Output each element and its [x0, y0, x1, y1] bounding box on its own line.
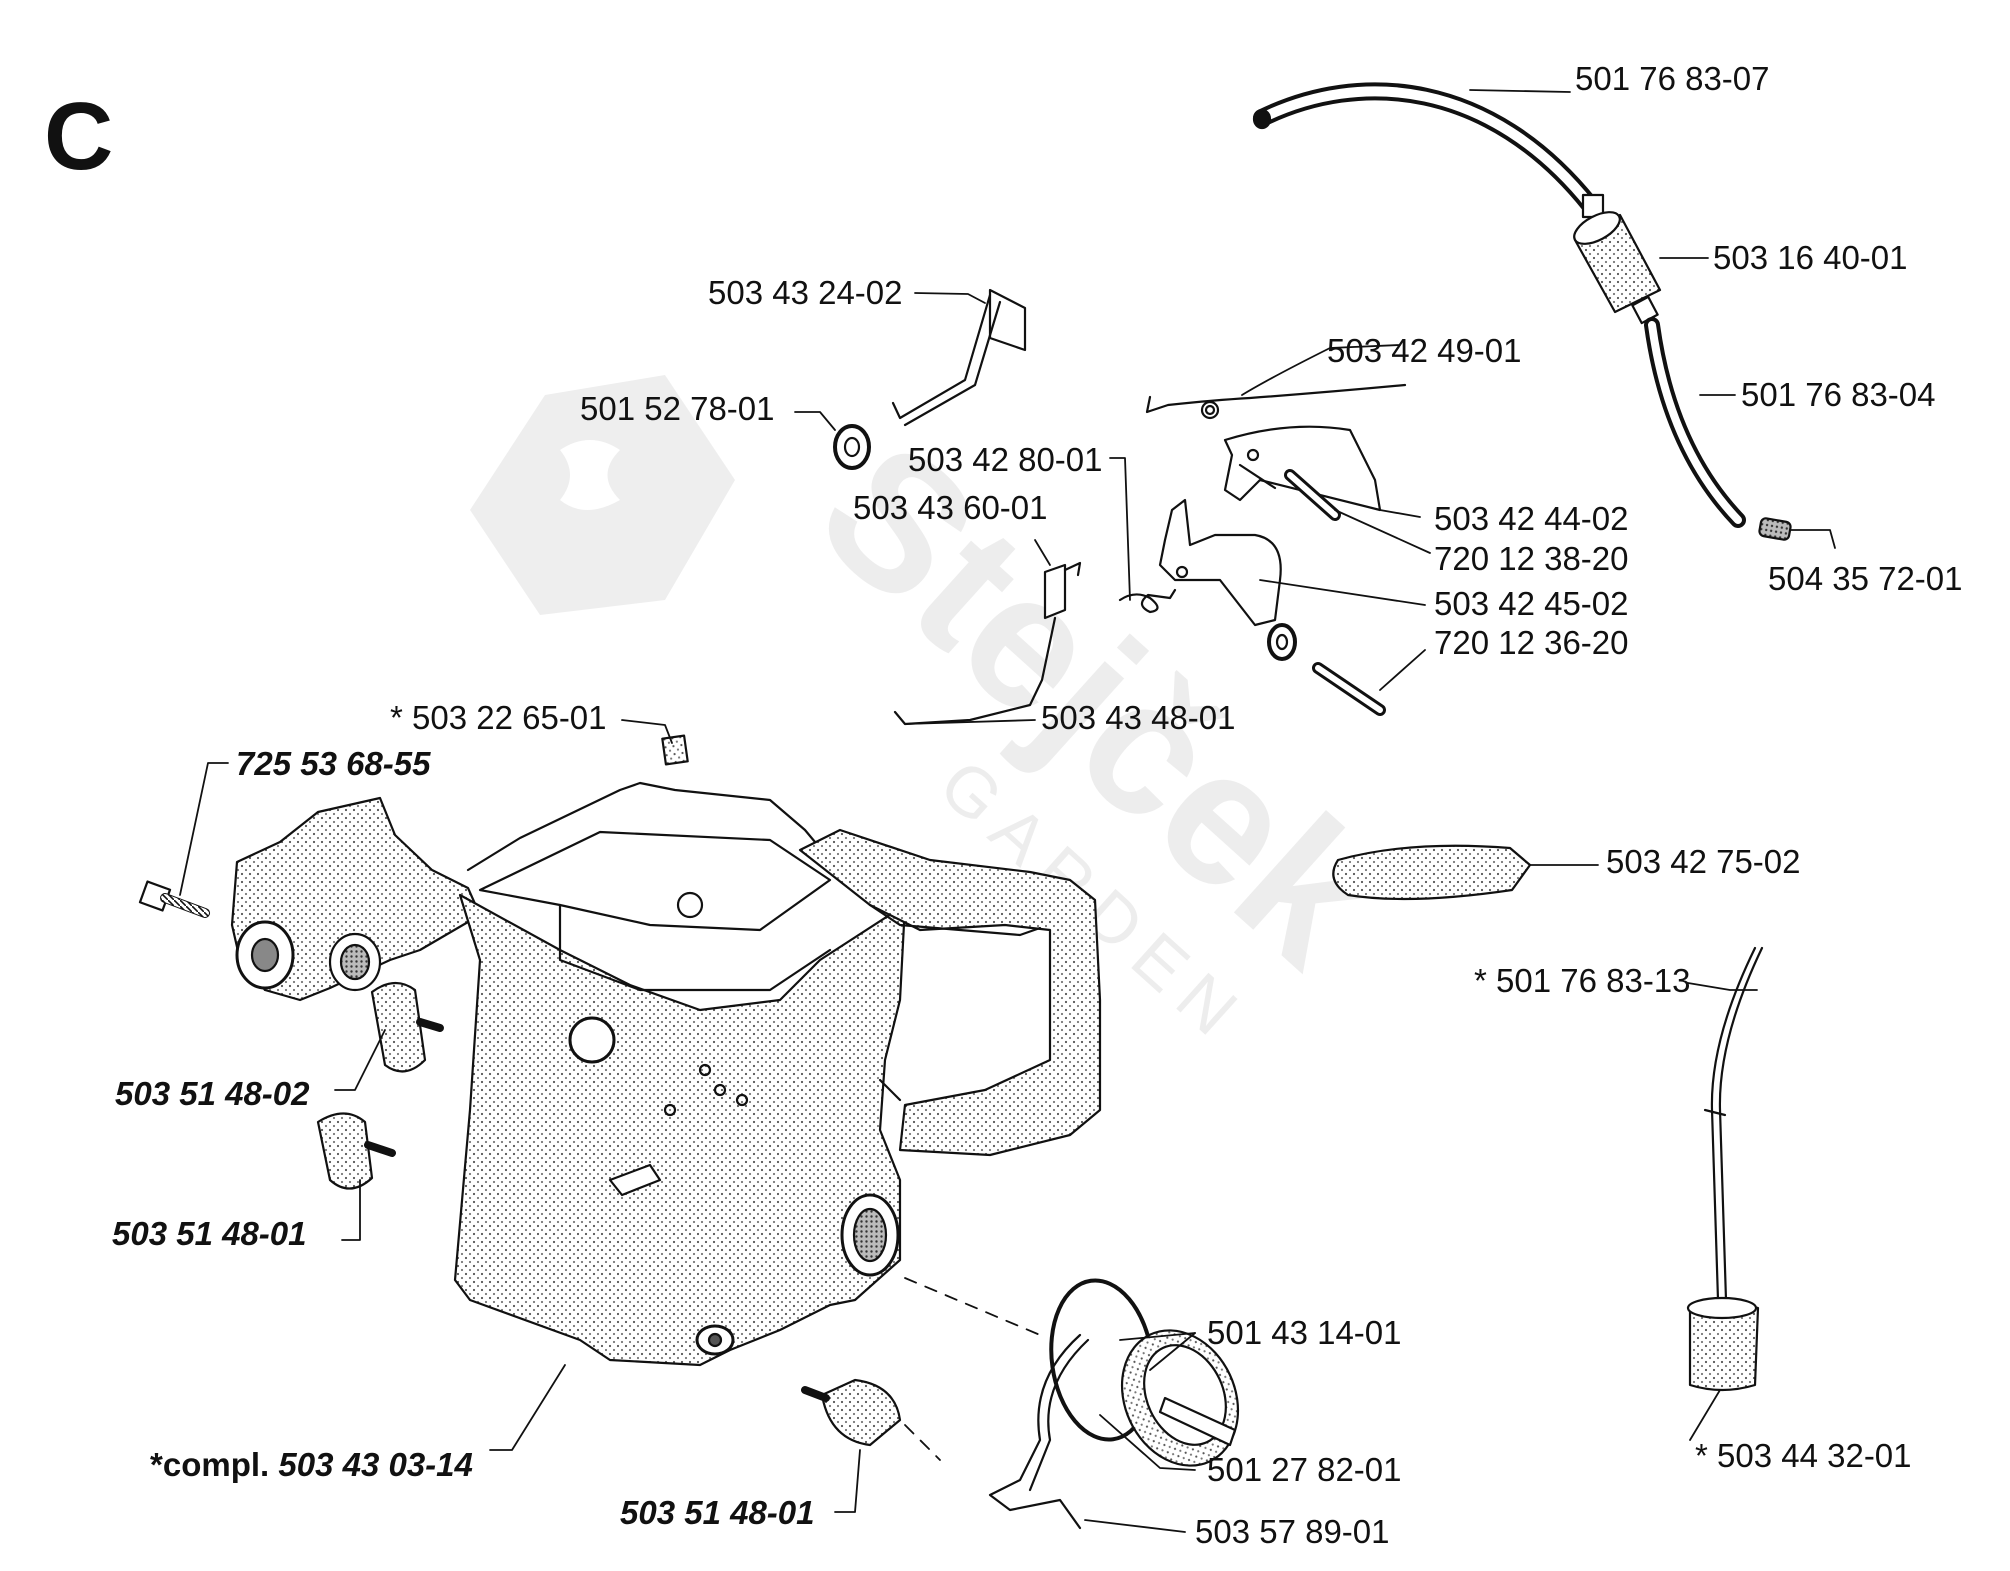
throttle-rod [891, 288, 1027, 427]
fuel-filter [1573, 193, 1662, 325]
pin-short [1312, 662, 1386, 716]
complete-prefix: *compl. [150, 1446, 270, 1483]
damper-front [370, 981, 444, 1073]
washer [833, 424, 871, 470]
part-label-damper-rear: 503 51 48-01 [112, 1215, 307, 1252]
part-label-trigger-lockout: 503 42 44-02 [1434, 500, 1629, 537]
part-label-pin-long: 720 12 38-20 [1434, 540, 1629, 577]
part-label-fuel-cap: 501 27 82-01 [1207, 1451, 1402, 1488]
part-label-fuel-hose-long: 501 76 83-07 [1575, 60, 1770, 97]
section-letter: C [44, 83, 114, 190]
choke-rod [893, 561, 1082, 726]
fuel-hose-long [1252, 82, 1599, 214]
leader-lines [179, 89, 1836, 1533]
part-label-fuel-filter: 503 16 40-01 [1713, 239, 1908, 276]
throttle-trigger [1158, 498, 1282, 627]
damper-bottom [801, 1378, 902, 1447]
part-label-o-ring: 501 43 14-01 [1207, 1314, 1402, 1351]
part-label-handle-grip: 503 42 75-02 [1606, 843, 1801, 880]
part-label-fuel-hose-short: 501 76 83-04 [1741, 376, 1936, 413]
part-label-bolt: 725 53 68-55 [236, 745, 431, 782]
square-nut [661, 734, 689, 766]
handle-grip [1332, 844, 1532, 901]
part-label-damper-front: 503 51 48-02 [115, 1075, 310, 1112]
part-label-torsion-spring: 503 42 80-01 [908, 441, 1103, 478]
part-label-throttle-trigger: 503 42 45-02 [1434, 585, 1629, 622]
part-label-square-nut: * 503 22 65-01 [390, 699, 607, 736]
tank-housing [230, 781, 1102, 1367]
part-label-throttle-rod: 503 43 24-02 [708, 274, 903, 311]
part-label-pin-short: 720 12 36-20 [1434, 624, 1629, 661]
torsion-spring [1118, 588, 1177, 614]
trigger-washer [1267, 623, 1297, 661]
hose-fitting [1758, 517, 1792, 541]
part-label-tank-housing: *compl. 503 43 03-14 [150, 1446, 473, 1484]
damper-rear [316, 1112, 396, 1190]
part-label-cap-strap: 503 57 89-01 [1195, 1513, 1390, 1550]
part-label-choke-rod: 503 43 48-01 [1041, 699, 1236, 736]
bolt [138, 880, 210, 918]
trigger-lockout [1223, 425, 1382, 512]
tank-housing-number: 503 43 03-14 [278, 1446, 473, 1483]
fuel-pickup-line [1703, 946, 1764, 1302]
cap-strap [988, 1333, 1090, 1530]
fuel-cap [1120, 1329, 1240, 1467]
part-label-fuel-pickup-line: * 501 76 83-13 [1474, 962, 1691, 999]
part-label-washer: 501 52 78-01 [580, 390, 775, 427]
part-label-spring: 503 42 49-01 [1327, 332, 1522, 369]
pin-long [1284, 469, 1341, 521]
part-label-fuel-pickup-filter: * 503 44 32-01 [1695, 1437, 1912, 1474]
fuel-pickup-filter [1686, 1296, 1760, 1392]
part-label-hose-fitting: 504 35 72-01 [1768, 560, 1963, 597]
fuel-hose-short [1644, 317, 1746, 528]
spring [1145, 383, 1407, 420]
part-label-choke-lever: 503 43 60-01 [853, 489, 1048, 526]
part-label-damper-bottom: 503 51 48-01 [620, 1494, 815, 1531]
